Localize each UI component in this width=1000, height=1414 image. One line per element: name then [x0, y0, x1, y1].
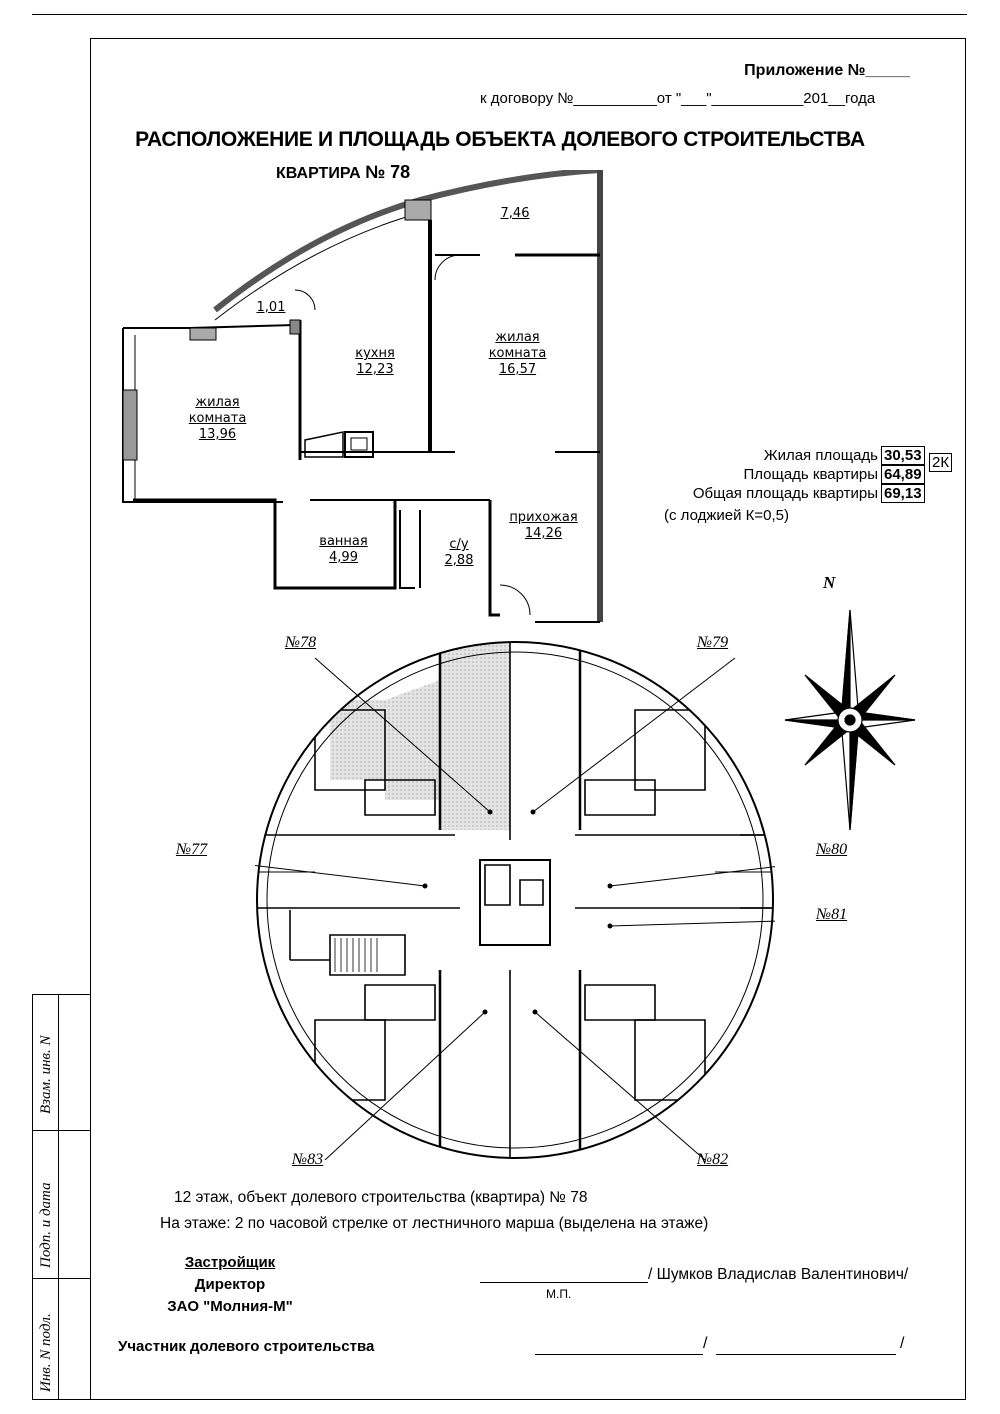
- floor-plan: [255, 641, 775, 1160]
- living-room-2-name1: жилая: [495, 330, 540, 345]
- page-frame: [90, 38, 966, 1400]
- living-room-2-area: 16,57: [498, 362, 537, 377]
- developer-label: Застройщик: [184, 1254, 276, 1271]
- apartment-heading: КВАРТИРА № 78: [276, 162, 410, 183]
- apartment-plan: [122, 170, 603, 623]
- participant-signature-line: [535, 1354, 703, 1355]
- appendix-number: Приложение №_____: [744, 62, 910, 79]
- apartment-tag-82: №82: [697, 1151, 729, 1168]
- living-room-1-name1: жилая: [195, 395, 240, 410]
- side-stamp-row: [32, 1278, 90, 1279]
- director-signature-line: [480, 1282, 648, 1283]
- participant-slash-2: /: [900, 1335, 905, 1352]
- side-stamp-field-3: Инв. N подл.: [38, 1313, 54, 1392]
- bathroom-label: ванная 4,99: [306, 534, 381, 566]
- developer-block: Застройщик Директор ЗАО "Молния-М": [150, 1252, 310, 1318]
- side-stamp-box: [32, 994, 90, 1400]
- participant-name-line: [716, 1354, 896, 1355]
- living-room-1-label: жилая комната 13,96: [170, 395, 265, 443]
- balcony-area-value: 1,01: [256, 300, 286, 315]
- loggia-area: 7,46: [490, 206, 540, 222]
- participant-slash-1: /: [703, 1335, 708, 1352]
- living-room-1-area: 13,96: [198, 427, 237, 442]
- apartment-area-label: Площадь квартиры: [743, 466, 878, 483]
- living-area-label: Жилая площадь: [763, 447, 878, 464]
- kitchen-area: 12,23: [356, 362, 394, 377]
- hallway-area: 14,26: [524, 526, 563, 541]
- apartment-tag-81: №81: [816, 906, 848, 923]
- total-area-label: Общая площадь квартиры: [692, 485, 878, 502]
- apartment-tag-79: №79: [697, 634, 729, 651]
- kitchen-name: кухня: [355, 346, 395, 361]
- hallway-label: прихожая 14,26: [496, 510, 591, 542]
- director-name: / Шумков Владислав Валентинович/: [648, 1266, 909, 1283]
- kitchen-label: кухня 12,23: [340, 346, 410, 378]
- side-stamp-field-2: Подп. и дата: [38, 1182, 54, 1268]
- apartment-prefix: КВАРТИРА: [276, 165, 361, 182]
- wc-name: с/у: [449, 537, 469, 552]
- balcony-area: 1,01: [246, 300, 296, 316]
- hallway-name: прихожая: [509, 510, 578, 525]
- living-area-value: 30,53: [881, 446, 925, 465]
- wc-label: с/у 2,88: [434, 537, 484, 569]
- total-area-value: 69,13: [881, 484, 925, 503]
- company-name: ЗАО "Молния-М": [167, 1298, 293, 1315]
- floor-info-line-2: На этаже: 2 по часовой стрелке от лестни…: [160, 1215, 709, 1232]
- living-room-2-name2: комната: [488, 346, 547, 361]
- compass-rose-icon: [784, 609, 916, 831]
- side-stamp-field-1: Взам. инв. N: [38, 1035, 54, 1114]
- apartment-tag-78: №78: [285, 634, 317, 651]
- side-stamp-row: [32, 1130, 90, 1131]
- living-room-1-name2: комната: [188, 411, 247, 426]
- apartment-tag-83: №83: [292, 1151, 324, 1168]
- apartment-tag-80: №80: [816, 841, 848, 858]
- apartment-area-value: 64,89: [881, 465, 925, 484]
- apartment-number: № 78: [365, 162, 411, 182]
- loggia-area-value: 7,46: [500, 206, 530, 221]
- page-title: РАСПОЛОЖЕНИЕ И ПЛОЩАДЬ ОБЪЕКТА ДОЛЕВОГО …: [135, 128, 865, 151]
- director-title: Директор: [194, 1276, 266, 1293]
- stamp-placeholder: М.П.: [546, 1287, 572, 1301]
- contract-line: к договору №__________от "___"__________…: [480, 90, 876, 107]
- compass-north-letter: N: [823, 573, 836, 592]
- wc-area: 2,88: [444, 553, 474, 568]
- participant-label: Участник долевого строительства: [118, 1338, 375, 1355]
- rooms-count-tag: 2К: [929, 453, 953, 472]
- side-stamp-divider: [58, 994, 59, 1400]
- loggia-coefficient-note: (с лоджией К=0,5): [664, 507, 789, 524]
- bathroom-name: ванная: [319, 534, 368, 549]
- top-rule: [32, 14, 967, 15]
- bathroom-area: 4,99: [329, 550, 358, 565]
- apartment-tag-77: №77: [176, 841, 208, 858]
- living-room-2-label: жилая комната 16,57: [470, 330, 565, 378]
- floor-info-line-1: 12 этаж, объект долевого строительства (…: [174, 1189, 588, 1206]
